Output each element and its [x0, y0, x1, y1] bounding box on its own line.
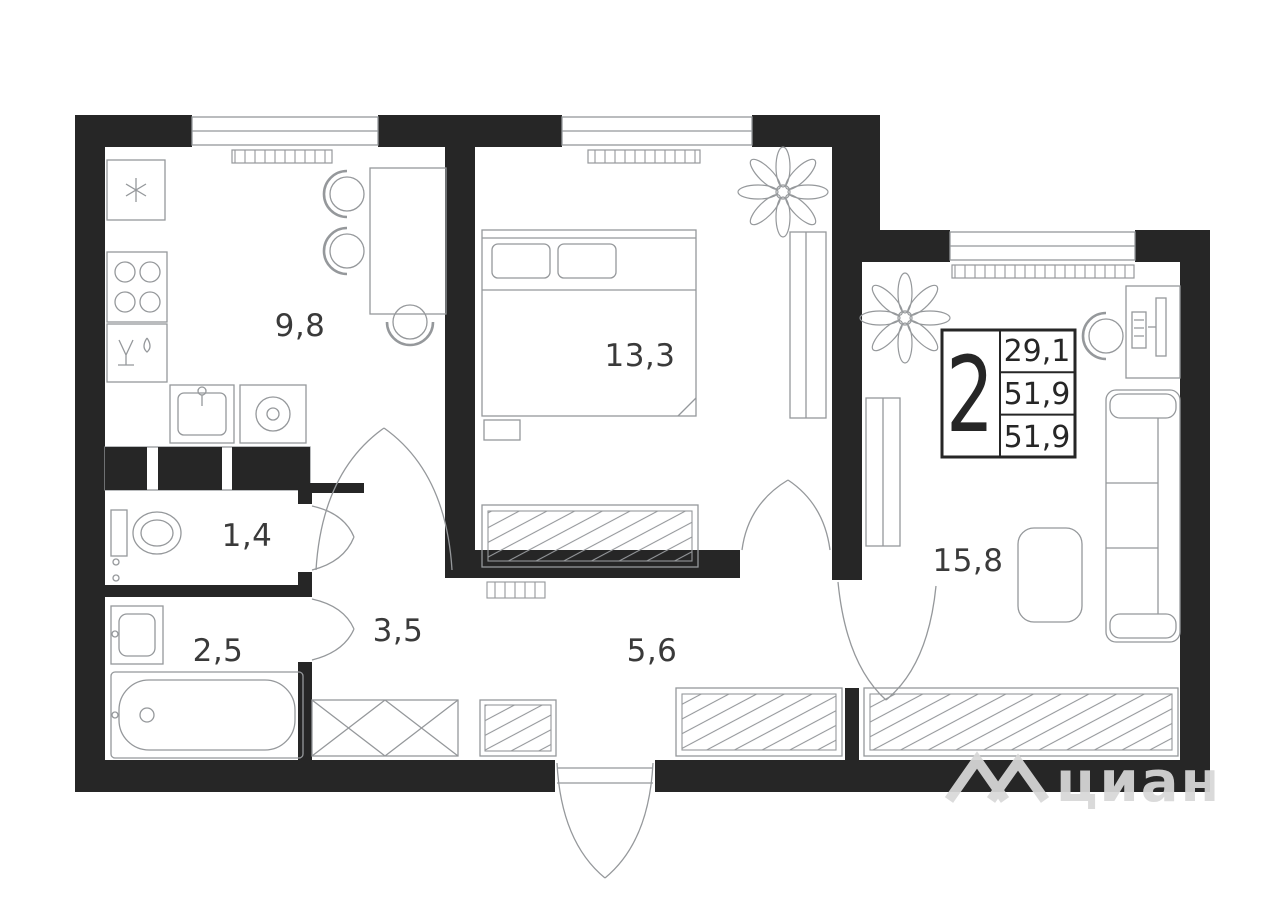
living-room-door-arc	[837, 581, 937, 701]
doors	[311, 427, 937, 879]
desk	[1125, 285, 1181, 379]
room-labels: 9,8 13,3 1,4 2,5 3,5 5,6 15,8	[193, 308, 1003, 669]
room-label-bathroom: 2,5	[193, 633, 244, 669]
watermark-text: циан	[1056, 750, 1221, 815]
bedroom-window	[561, 116, 753, 146]
desk-chair	[1081, 311, 1124, 361]
pillow	[557, 243, 617, 279]
wardrobe-sliding	[481, 504, 699, 568]
toilet-furniture	[110, 509, 182, 582]
hallway-furniture	[311, 687, 843, 757]
droplet-icon	[143, 337, 151, 353]
valve	[112, 574, 120, 582]
chair	[385, 304, 435, 347]
radiator-kitchen	[231, 149, 333, 164]
radiators	[231, 149, 1135, 279]
room-label-toilet: 1,4	[222, 518, 273, 554]
valve	[112, 558, 120, 566]
cian-logo-icon	[944, 751, 1050, 803]
bed	[481, 229, 697, 441]
entrance-door-arc	[556, 762, 654, 879]
info-value-2: 51,9	[1004, 377, 1071, 412]
stove	[106, 251, 168, 323]
living-wardrobe	[863, 687, 1179, 757]
bookshelf	[865, 397, 901, 547]
bedroom-furniture	[481, 146, 829, 599]
washing-machine	[239, 384, 307, 444]
radiator-bedroom	[587, 149, 701, 164]
bedside-bench	[483, 419, 521, 441]
info-value-1: 29,1	[1004, 334, 1071, 369]
toilet-door-arc	[311, 505, 355, 571]
watermark: циан	[944, 750, 1221, 815]
corridor-wardrobe	[675, 687, 843, 757]
snowflake-icon	[125, 178, 147, 202]
radiator-living	[951, 264, 1135, 279]
living-room-furniture	[859, 272, 1181, 757]
bathroom-door-arc	[311, 598, 355, 661]
pillow	[491, 243, 551, 279]
shoe-rack	[486, 581, 546, 599]
kitchen-window	[191, 116, 379, 146]
kitchen-sink	[169, 384, 235, 444]
room-label-living-room: 15,8	[932, 543, 1003, 579]
chair	[322, 169, 365, 219]
coffee-table	[1017, 527, 1083, 623]
shelf-unit	[789, 231, 827, 419]
bathroom-furniture	[110, 605, 304, 759]
info-value-3: 51,9	[1004, 420, 1071, 455]
rooms-count: 2	[946, 334, 994, 456]
room-label-corridor: 5,6	[627, 633, 678, 669]
kitchen-door-arc	[315, 427, 453, 571]
chair	[322, 226, 365, 276]
bedroom-door-arc	[741, 479, 831, 551]
entrance-threshold	[557, 767, 653, 784]
wine-glass-icon	[118, 339, 134, 366]
living-room-window	[949, 231, 1136, 261]
room-label-bedroom: 13,3	[604, 338, 675, 374]
sofa	[1105, 389, 1181, 643]
room-label-kitchen: 9,8	[275, 308, 326, 344]
kitchen-furniture	[106, 159, 447, 444]
dining-table	[369, 167, 447, 315]
keyboard	[1131, 311, 1147, 349]
walls	[75, 115, 1210, 792]
washbasin	[110, 605, 164, 665]
fridge	[106, 159, 166, 221]
room-label-hallway: 3,5	[373, 613, 424, 649]
bathtub	[110, 671, 304, 759]
toilet-bowl	[110, 509, 182, 557]
small-cabinet	[479, 699, 557, 757]
info-box: 2 29,1 51,9 51,9	[940, 328, 1077, 459]
shoe-cabinet	[311, 699, 459, 757]
windows	[191, 116, 1136, 261]
dishwasher	[106, 323, 168, 383]
